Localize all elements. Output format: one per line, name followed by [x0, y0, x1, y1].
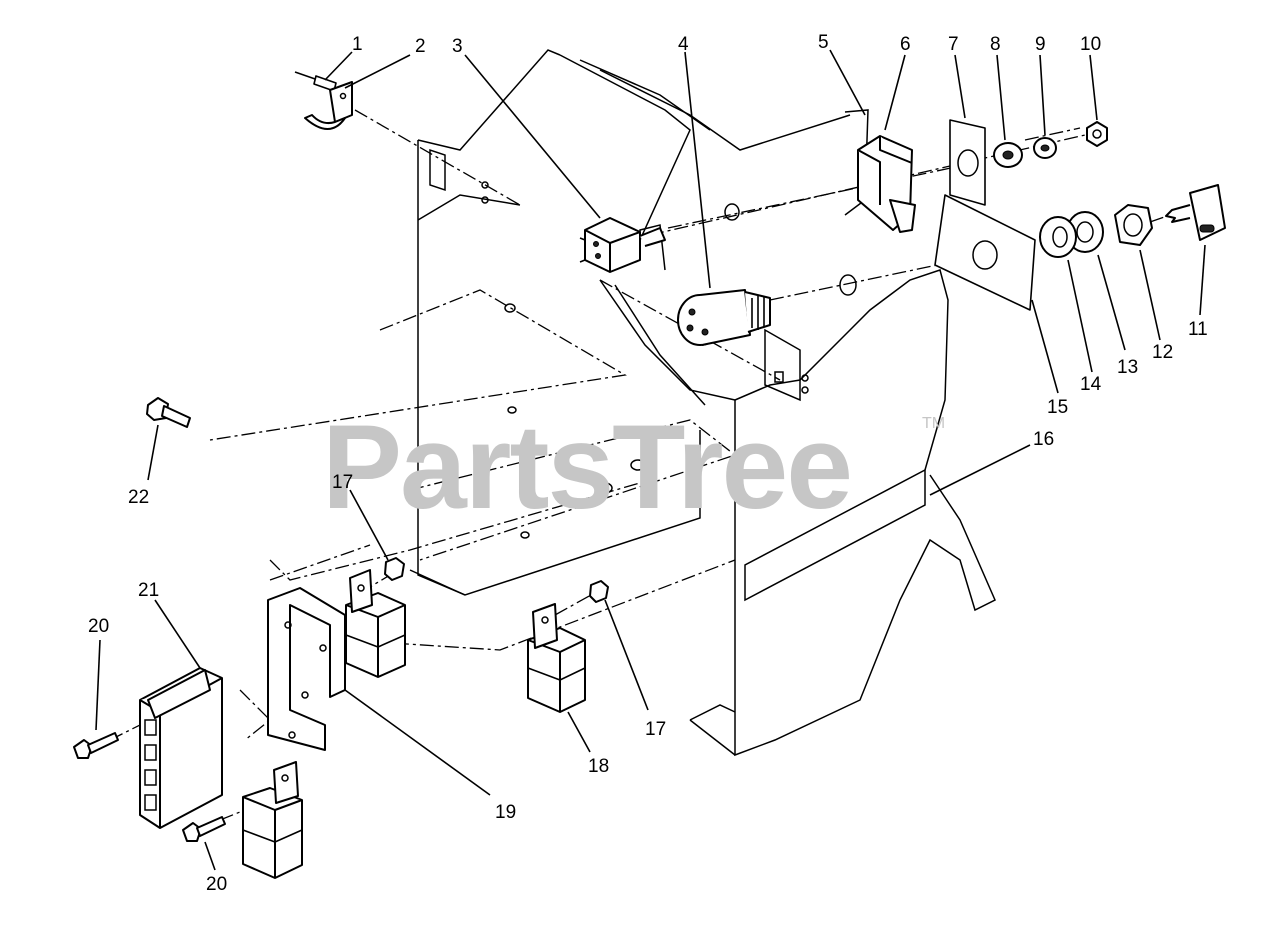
- part-18-relay: [527, 603, 586, 713]
- leader-lines: [95, 49, 1206, 871]
- callout-8: 8: [990, 34, 1001, 55]
- part-19-bracket: [267, 587, 346, 751]
- part-6-gauge: [857, 135, 916, 233]
- callout-14: 14: [1080, 374, 1102, 395]
- callout-9: 9: [1035, 34, 1046, 55]
- callout-16: 16: [1033, 429, 1054, 450]
- callout-17-right: 17: [645, 719, 666, 740]
- part-7-decal: [949, 119, 986, 206]
- part-11-key: [1165, 184, 1226, 241]
- part-20-screw-upper: [73, 732, 119, 759]
- callout-1: 1: [352, 34, 363, 55]
- callout-11: 11: [1188, 319, 1208, 340]
- callout-20-upper: 20: [88, 616, 109, 637]
- callout-19: 19: [495, 802, 516, 823]
- part-21-fuse-block: [139, 667, 223, 829]
- callout-7: 7: [948, 34, 959, 55]
- relay-upper: [345, 569, 406, 678]
- callout-3: 3: [452, 36, 463, 57]
- callout-22: 22: [128, 487, 149, 508]
- part-17-nut-right: [589, 580, 609, 603]
- part-10-nut: [1086, 121, 1108, 147]
- part-4-ignition-switch: [677, 289, 771, 346]
- relay-lower: [242, 761, 303, 879]
- part-15-panel-decal: [934, 194, 1036, 311]
- dash-panel: [409, 49, 996, 757]
- callout-12: 12: [1152, 342, 1173, 363]
- callout-13: 13: [1117, 357, 1138, 378]
- callout-15: 15: [1047, 397, 1068, 418]
- callout-17-left: 17: [332, 472, 353, 493]
- watermark-trademark: TM: [922, 415, 945, 432]
- watermark-text: PartsTree: [322, 400, 851, 534]
- part-3-switch: [579, 217, 666, 273]
- part-14-washer: [1039, 216, 1077, 258]
- callout-numbers: 1 2 3 4 5 6 7 8 9 10 11 12 13 14 15 16 1…: [88, 32, 1208, 895]
- watermark: PartsTree TM: [322, 400, 945, 534]
- part-8-washer: [993, 142, 1023, 168]
- callout-21: 21: [138, 580, 159, 601]
- callout-18: 18: [588, 756, 609, 777]
- part-17-nut-left: [384, 557, 405, 581]
- callout-20-lower: 20: [206, 874, 227, 895]
- callout-6: 6: [900, 34, 911, 55]
- callout-5: 5: [818, 32, 829, 53]
- part-9-lock-washer: [1033, 137, 1057, 159]
- callout-2: 2: [415, 36, 426, 57]
- part-20-screw-lower: [182, 816, 226, 842]
- callout-10: 10: [1080, 34, 1101, 55]
- callout-4: 4: [678, 34, 689, 55]
- part-2-clip-bracket: [304, 81, 353, 130]
- part-12-hex-nut: [1114, 204, 1153, 246]
- part-22-bolt: [146, 397, 191, 428]
